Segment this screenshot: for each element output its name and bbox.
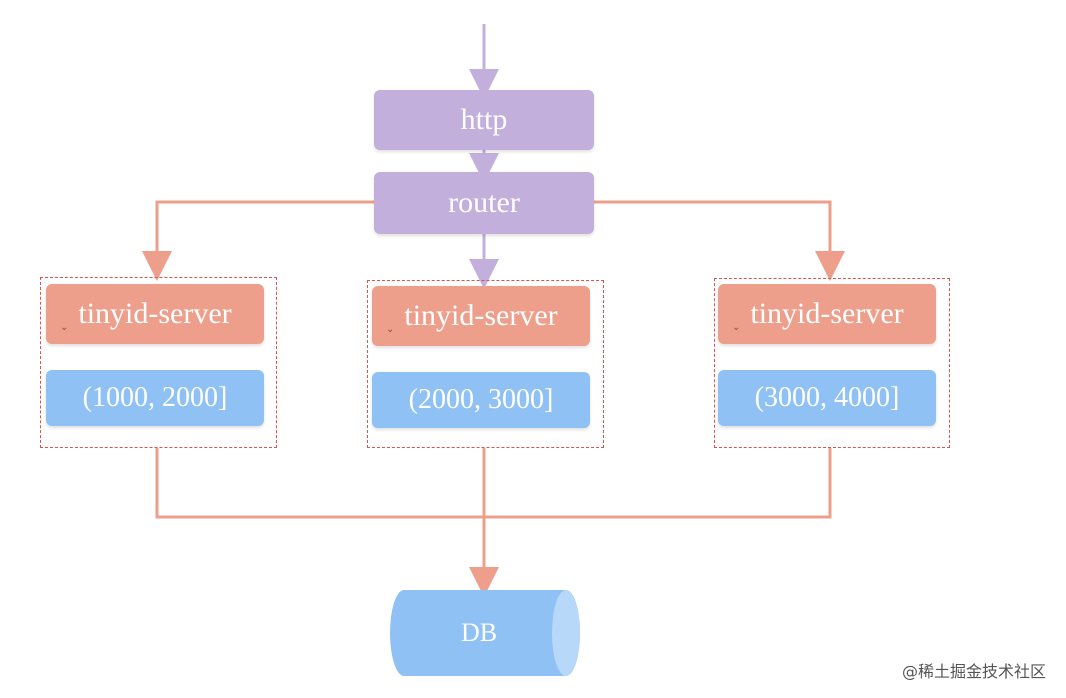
server-group-3: [714, 278, 950, 448]
server-group-1: [40, 277, 277, 448]
tinyid-server-2: tinyid-server: [372, 286, 590, 346]
range-3: (3000, 4000]: [718, 370, 936, 426]
db-label: DB: [460, 618, 498, 647]
tinyid-server-3: tinyid-server: [718, 284, 936, 344]
watermark: @稀土掘金技术社区: [901, 662, 1046, 681]
arrow-router-to-server-1: [142, 200, 374, 281]
db-cylinder: [390, 590, 580, 676]
line-server-1-to-bus: [155, 448, 832, 519]
http-node: http: [374, 90, 594, 150]
tinyid-server-1: tinyid-server: [46, 284, 264, 344]
router-node: router: [374, 172, 594, 234]
arrow-router-to-server-3: [594, 200, 845, 281]
range-1: (1000, 2000]: [46, 370, 264, 426]
server-group-2: [367, 280, 604, 448]
spellcheck-mark-icon: ⌄: [60, 322, 69, 333]
range-2: (2000, 3000]: [372, 372, 590, 428]
spellcheck-mark-icon: ⌄: [732, 322, 741, 333]
spellcheck-mark-icon: ⌄: [386, 324, 395, 335]
